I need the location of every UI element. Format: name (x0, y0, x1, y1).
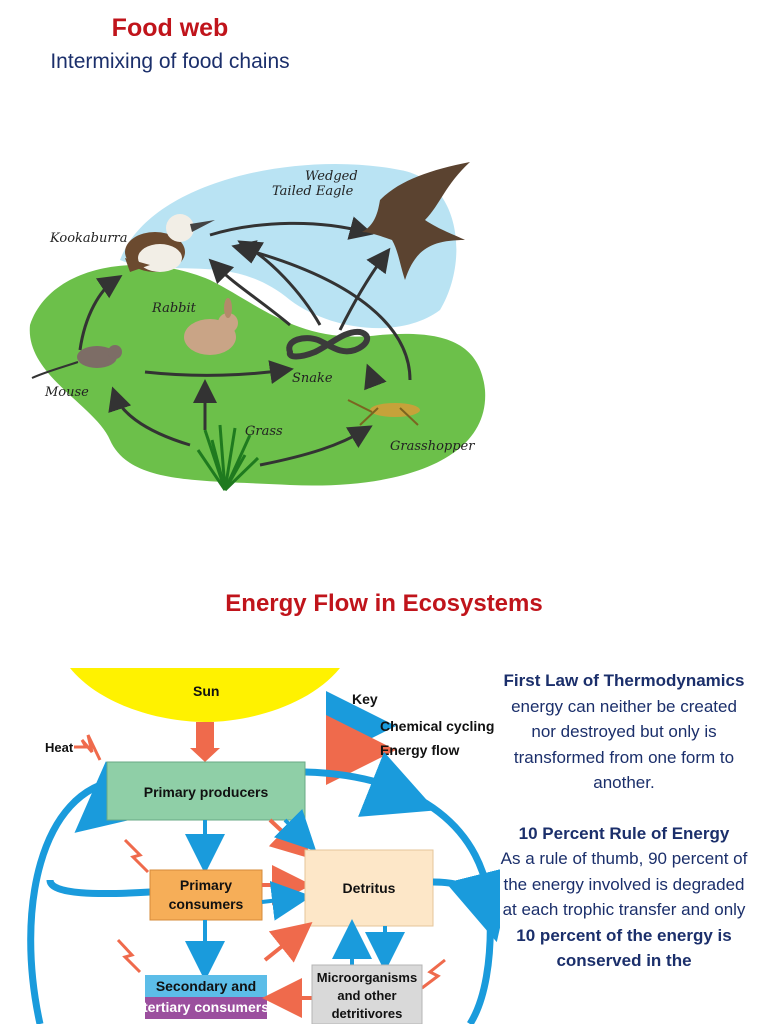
food-web-illustration: Wedged Tailed Eagle Kookaburra Rabbit Mo… (29, 162, 486, 492)
thermodynamics-text: First Law of Thermodynamics energy can n… (500, 668, 748, 974)
microorganisms-line1: Microorganisms (317, 970, 417, 985)
key-title: Key (352, 691, 378, 707)
ten-percent-emphasis: 10 percent of the energy is conserved in… (516, 925, 732, 971)
primary-producers-label: Primary producers (144, 784, 269, 800)
mouse-icon (31, 345, 122, 379)
secondary-consumers-box (145, 975, 267, 997)
microorganisms-box (311, 964, 423, 1024)
kookaburra-label: Kookaburra (49, 231, 128, 246)
ten-percent-heading: 10 Percent Rule of Energy (518, 823, 730, 843)
sun-shape (70, 668, 340, 722)
microorganisms-line2: and other (337, 988, 396, 1003)
primary-producers-box (106, 761, 306, 821)
rabbit-label: Rabbit (151, 301, 197, 316)
grasshopper-label: Grasshopper (390, 439, 475, 454)
eagle-icon (362, 162, 470, 280)
tertiary-consumers-box (145, 997, 267, 1019)
snake-label: Snake (292, 371, 333, 386)
energy-flow-diagram: Sun Key Chemical cycling Energy flow Hea… (27, 668, 500, 1024)
ten-percent-body: As a rule of thumb, 90 percent of the en… (500, 849, 748, 919)
key-chemical-label: Chemical cycling (380, 718, 494, 734)
ten-percent-paragraph: 10 Percent Rule of Energy As a rule of th… (500, 821, 748, 974)
secondary-consumers-label: Secondary and (156, 978, 256, 994)
first-law-heading: First Law of Thermodynamics (503, 671, 745, 690)
grass-icon (196, 424, 260, 492)
microorganisms-line3: detritivores (332, 1006, 403, 1021)
detritus-label: Detritus (343, 880, 396, 896)
energy-flow-title: Energy Flow in Ecosystems (225, 590, 543, 617)
mouse-label: Mouse (44, 385, 89, 400)
eagle-label-line2: Tailed Eagle (272, 184, 354, 199)
heat-label: Heat (45, 740, 74, 755)
primary-consumers-line2: consumers (169, 896, 244, 912)
first-law-paragraph: First Law of Thermodynamics energy can n… (500, 668, 748, 796)
rabbit-icon (184, 298, 238, 355)
first-law-body: energy can neither be created nor destro… (511, 696, 737, 793)
grasshopper-icon (347, 399, 420, 426)
snake-icon (286, 328, 371, 360)
primary-consumers-box (149, 869, 263, 921)
food-web-subtitle: Intermixing of food chains (50, 50, 290, 73)
key-energy-label: Energy flow (380, 742, 459, 758)
sun-label: Sun (193, 683, 219, 699)
grass-label: Grass (245, 424, 283, 439)
sky-background (120, 164, 457, 329)
eagle-label-line1: Wedged (305, 169, 358, 184)
tertiary-consumers-label: tertiary consumers (143, 999, 269, 1015)
kookaburra-icon (125, 214, 215, 272)
primary-consumers-line1: Primary (180, 877, 232, 893)
food-web-title: Food web (111, 14, 229, 42)
detritus-box (304, 849, 434, 927)
